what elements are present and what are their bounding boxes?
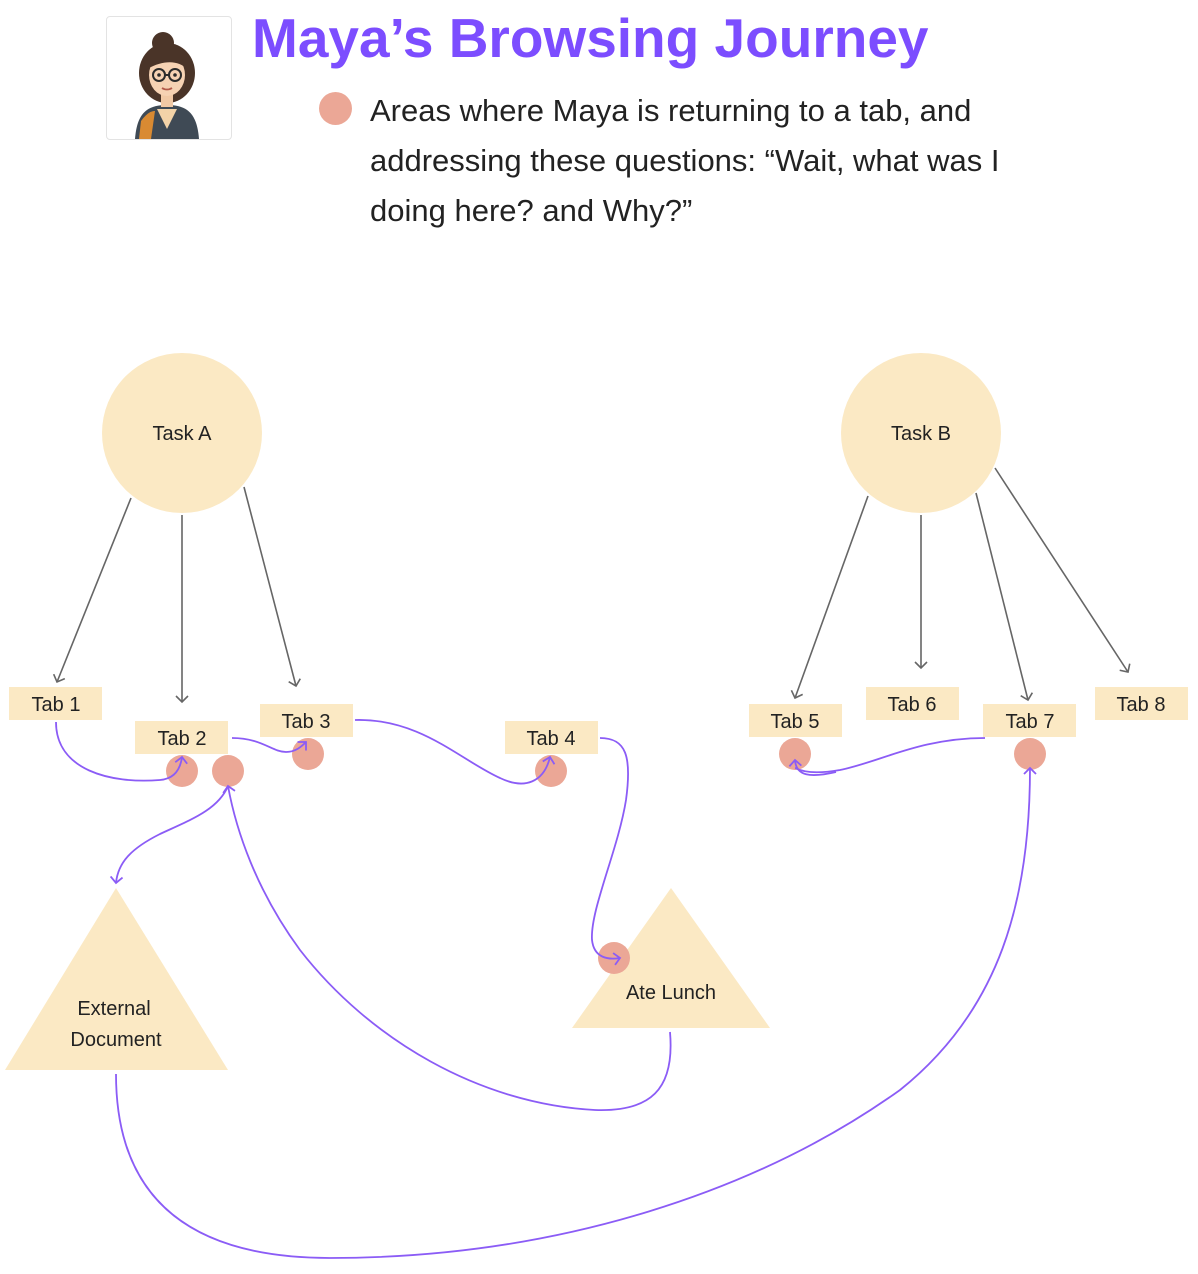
tab-8-box (1095, 687, 1188, 720)
tab-1-box (9, 687, 102, 720)
tab-2-label: Tab 2 (158, 728, 207, 750)
tab-5-label: Tab 5 (771, 711, 820, 733)
tab-4-label: Tab 4 (527, 728, 576, 750)
task-b-to-tab-7-arrow (975, 492, 1034, 702)
return-marker-legend-dot (319, 92, 352, 125)
avatar (106, 16, 232, 140)
tab-7-box (983, 704, 1076, 737)
journey-tab-7-to-tab-5 (794, 737, 986, 774)
task-a-node (102, 353, 262, 513)
tab-4-box (505, 721, 598, 754)
journey-ate-lunch-to-tab-2 (222, 784, 672, 1111)
task-b-label: Task B (891, 423, 951, 445)
return-marker-tab-5 (779, 738, 811, 770)
tab-6-box (866, 687, 959, 720)
external-document-label-line2: Document (70, 1029, 162, 1051)
journey-tab-2-to-external-document (109, 785, 229, 885)
return-marker-tab-7 (1014, 738, 1046, 770)
legend-description: Areas where Maya is returning to a tab, … (370, 93, 1000, 228)
tab-1-label: Tab 1 (32, 694, 81, 716)
tab-3-label: Tab 3 (282, 711, 331, 733)
page-title: Maya’s Browsing Journey (252, 7, 929, 69)
journey-external-document-to-tab-7 (115, 766, 1037, 1259)
journey-tab-7-to-tab-5-arrowhead (788, 758, 837, 776)
task-a-to-tab-1-arrow (52, 497, 132, 684)
return-marker-tab-2-second (212, 755, 244, 787)
tab-3-box (260, 704, 353, 737)
ate-lunch-node (572, 888, 770, 1028)
task-b-node (841, 353, 1001, 513)
task-b-to-tab-8-arrow (994, 467, 1131, 673)
return-marker-tab-2-first (166, 755, 198, 787)
journey-tab-3-to-tab-4 (354, 719, 556, 785)
journey-tab-4-to-ate-lunch (591, 737, 629, 966)
maya-avatar-illustration (135, 32, 199, 139)
journey-tab-1-to-tab-2 (55, 721, 188, 782)
journey-tab-2-to-tab-3 (231, 737, 307, 753)
tab-6-label: Tab 6 (888, 694, 937, 716)
tab-8-label: Tab 8 (1117, 694, 1166, 716)
return-marker-tab-3 (292, 738, 324, 770)
task-a-label: Task A (153, 423, 213, 445)
external-document-label-line1: External (77, 998, 150, 1020)
tab-5-box (749, 704, 842, 737)
tab-7-label: Tab 7 (1006, 711, 1055, 733)
tab-2-box (135, 721, 228, 754)
ate-lunch-label: Ate Lunch (626, 982, 716, 1004)
task-a-to-tab-3-arrow (243, 486, 301, 688)
return-marker-tab-4 (535, 755, 567, 787)
external-document-node (5, 888, 228, 1070)
task-b-to-tab-5-arrow (790, 495, 869, 700)
